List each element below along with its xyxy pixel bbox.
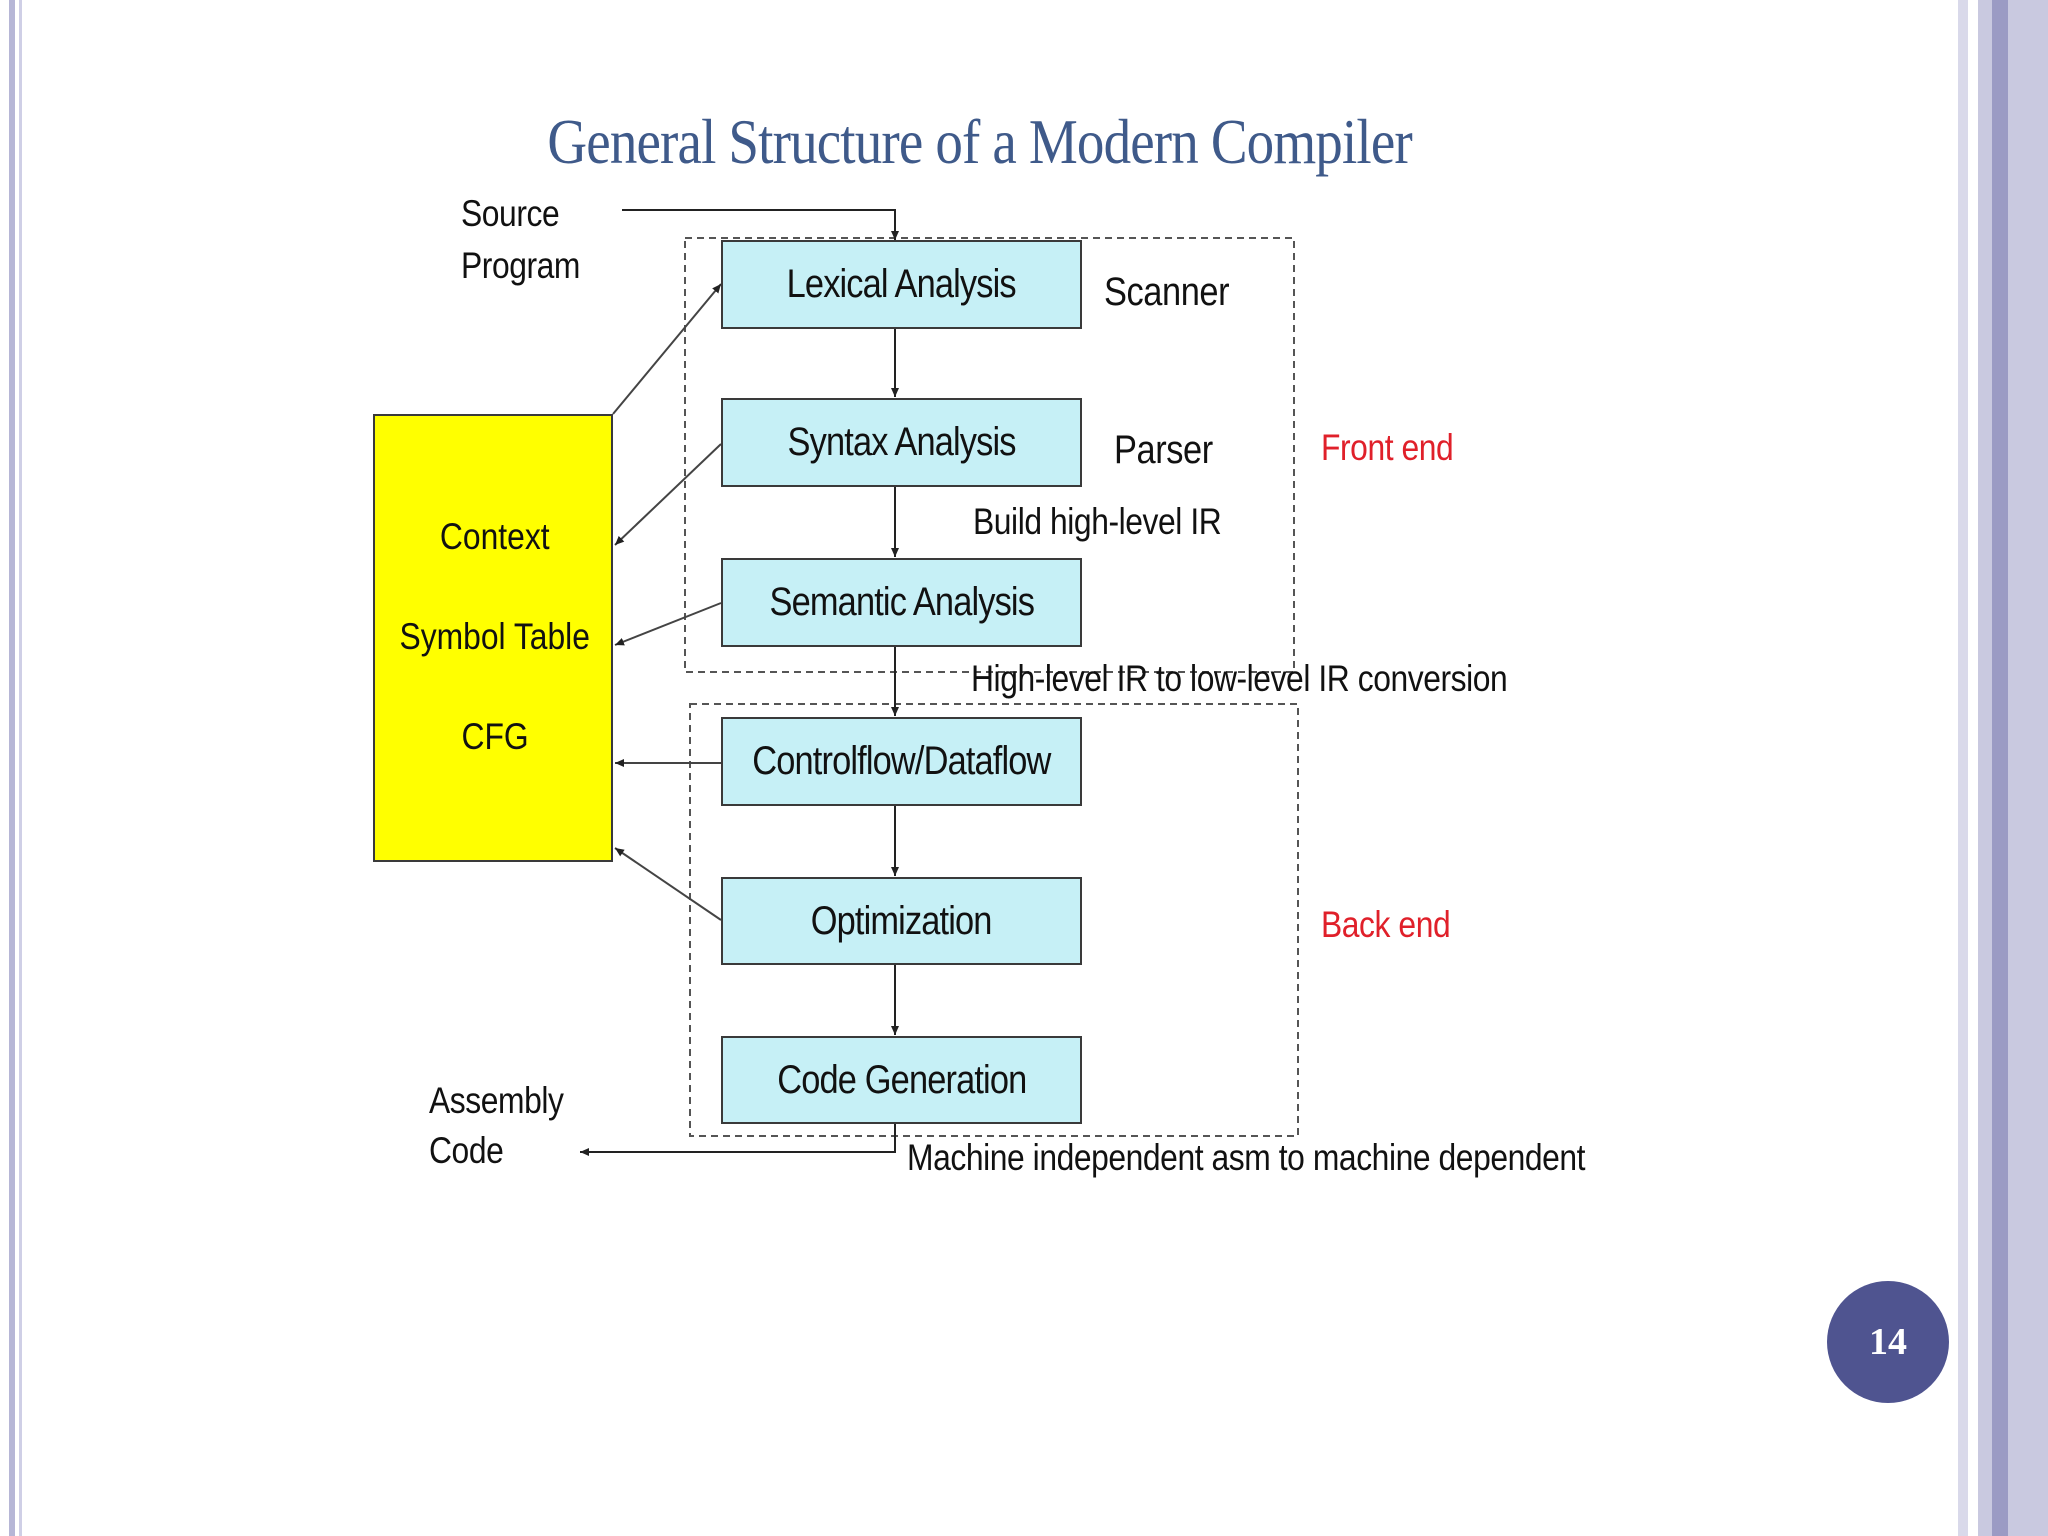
phase-optimization: Optimization xyxy=(721,877,1082,965)
source-program-label-line1: Source xyxy=(461,193,560,234)
parser-label: Parser xyxy=(1114,428,1213,472)
ir-conversion-label: High-level IR to low-level IR conversion xyxy=(971,658,1508,699)
source-program-label-line2: Program xyxy=(461,245,581,286)
symbol-box-symbol-table: Symbol Table xyxy=(399,616,591,657)
slide-border-left-inner xyxy=(19,0,22,1536)
phase-code-generation: Code Generation xyxy=(721,1036,1082,1124)
slide-border-right-inner xyxy=(1958,0,1968,1536)
link-syntax-to-table xyxy=(614,443,722,546)
assembly-output-arrow xyxy=(580,1123,896,1156)
slide-title: General Structure of a Modern Compiler xyxy=(547,106,1413,177)
page-number-badge: 14 xyxy=(1827,1281,1949,1403)
machine-dependent-label: Machine independent asm to machine depen… xyxy=(907,1137,1586,1178)
phase-syntax-analysis: Syntax Analysis xyxy=(721,398,1082,487)
phase-semantic-analysis: Semantic Analysis xyxy=(721,558,1082,647)
link-table-to-lexical xyxy=(612,283,722,415)
link-optimization-to-table xyxy=(614,847,722,921)
assembly-code-label-line1: Assembly xyxy=(429,1080,564,1121)
back-end-group xyxy=(689,703,1299,1137)
slide-border-left xyxy=(9,0,15,1536)
scanner-label: Scanner xyxy=(1104,270,1230,314)
phase-lexical-analysis: Lexical Analysis xyxy=(721,240,1082,329)
front-end-group xyxy=(684,237,1295,673)
symbol-table-box: Context Symbol Table CFG xyxy=(373,414,613,862)
build-ir-label: Build high-level IR xyxy=(973,501,1222,542)
back-end-label: Back end xyxy=(1321,904,1451,945)
symbol-box-cfg: CFG xyxy=(461,716,529,757)
slide-border-right-stripe xyxy=(1992,0,2008,1536)
source-program-arrow xyxy=(622,209,899,240)
front-end-label: Front end xyxy=(1321,427,1454,468)
phase-controlflow-dataflow: Controlflow/Dataflow xyxy=(721,717,1082,806)
slide-border-right xyxy=(1978,0,2048,1536)
link-semantic-to-table xyxy=(614,602,722,646)
assembly-code-label-line2: Code xyxy=(429,1130,504,1171)
symbol-box-context: Context xyxy=(440,516,550,557)
